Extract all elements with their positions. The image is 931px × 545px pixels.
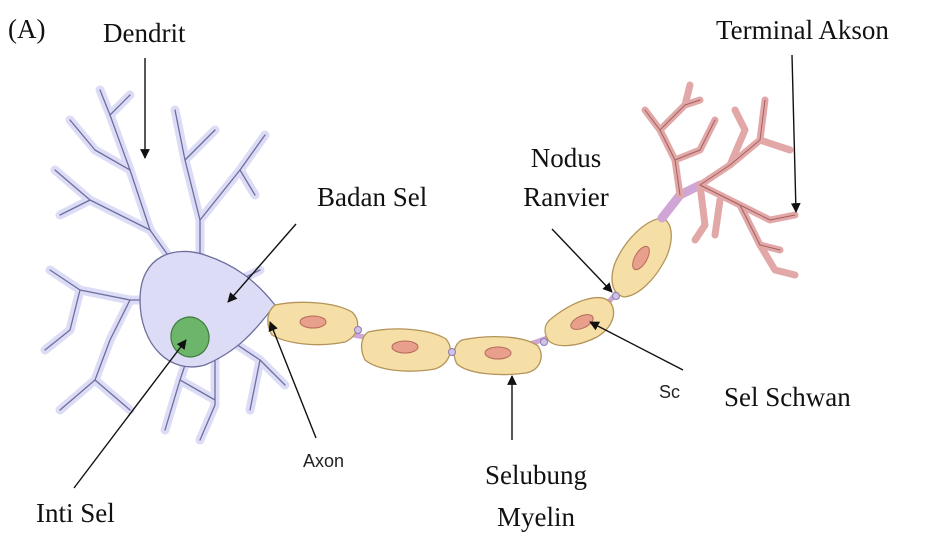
- label-axon: Axon: [303, 452, 344, 470]
- label-inti-sel: Inti Sel: [36, 500, 115, 527]
- myelin-segment: [545, 298, 614, 346]
- arrow-terminal-akson: [792, 55, 796, 212]
- label-terminal-akson: Terminal Akson: [716, 17, 889, 44]
- arrow-nodus-ranvier: [552, 229, 612, 292]
- label-selubung-myelin-1: Selubung: [485, 462, 587, 489]
- myelin-segment: [268, 302, 358, 344]
- label-selubung-myelin-2: Myelin: [497, 504, 575, 531]
- arrow-sel-schwan: [590, 322, 683, 370]
- panel-label: (A): [8, 16, 45, 43]
- myelin-segment: [612, 218, 671, 297]
- label-sel-schwan: Sel Schwan: [724, 384, 851, 411]
- label-nodus-ranvier-1: Nodus: [531, 145, 602, 172]
- myelin-segment: [362, 329, 451, 371]
- label-dendrit: Dendrit: [103, 20, 185, 47]
- myelin-segment: [454, 337, 541, 375]
- label-badan-sel: Badan Sel: [317, 184, 427, 211]
- label-nodus-ranvier-2: Ranvier: [523, 184, 608, 211]
- label-sc: Sc: [659, 383, 680, 401]
